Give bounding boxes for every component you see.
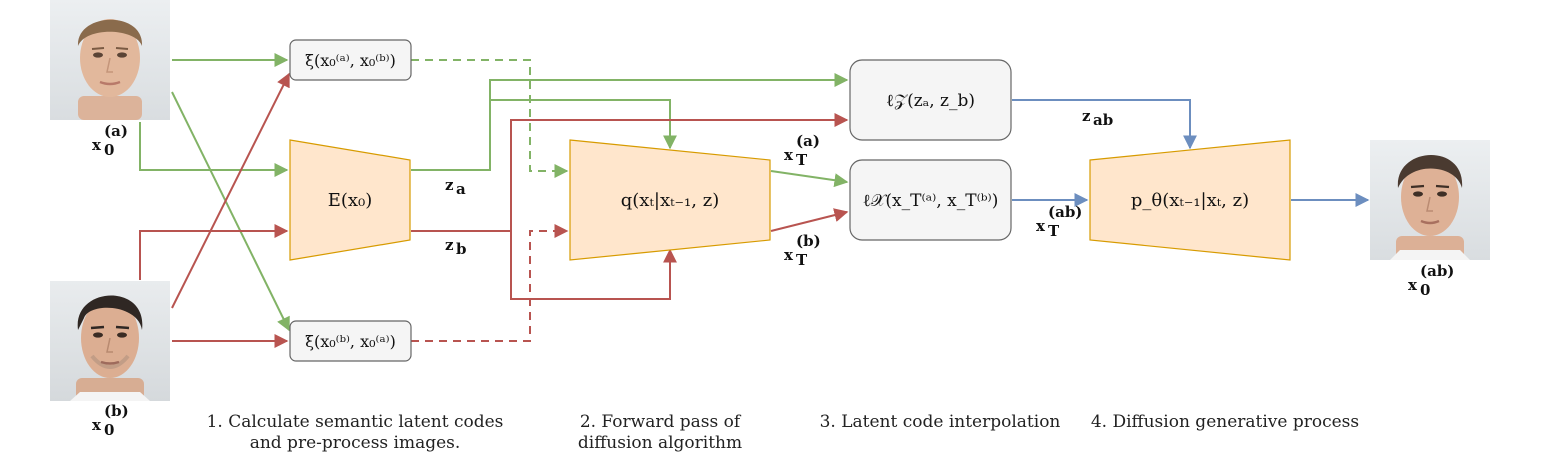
svg-text:z: z (445, 176, 454, 194)
xi-ab-box: ξ(x₀⁽ᵃ⁾, x₀⁽ᵇ⁾) (289, 39, 412, 81)
edge-a-to-xi-ba (171, 91, 290, 332)
caption-step-1: 1. Calculate semantic latent codes and p… (207, 412, 504, 453)
svg-text:2. Forward pass of: 2. Forward pass of (580, 412, 742, 432)
edge-zab-to-reverse (1012, 99, 1197, 150)
label-z-a: z a (445, 176, 466, 198)
svg-text:(b): (b) (104, 402, 129, 420)
svg-text:z: z (445, 236, 454, 254)
svg-text:3. Latent code interpolation: 3. Latent code interpolation (820, 412, 1061, 432)
reverse-diffusion-block: p_θ(xₜ₋₁|xₜ, z) (1089, 139, 1291, 261)
svg-text:(ab): (ab) (1420, 262, 1454, 280)
label-xT-a: x T (a) (784, 132, 820, 169)
label-xT-ab: x T (ab) (1036, 203, 1082, 240)
edge-b-to-xi-ab (171, 72, 290, 309)
xi-ba-label: ξ(x₀⁽ᵇ⁾, x₀⁽ᵃ⁾) (305, 332, 396, 351)
label-x0-a: x 0 (a) (92, 122, 128, 159)
svg-text:x: x (784, 146, 794, 164)
label-x0-b: x 0 (b) (92, 402, 129, 439)
svg-text:1. Calculate semantic latent c: 1. Calculate semantic latent codes (207, 412, 504, 432)
face-a-image (50, 0, 170, 120)
svg-text:(a): (a) (796, 132, 820, 150)
svg-text:0: 0 (104, 421, 114, 439)
svg-text:(a): (a) (104, 122, 128, 140)
edge-xTb-to-loss-x (770, 208, 849, 232)
svg-text:T: T (796, 251, 808, 269)
label-z-b: z b (445, 236, 467, 258)
svg-text:x: x (784, 246, 794, 264)
svg-text:(ab): (ab) (1048, 203, 1082, 221)
label-z-ab: z ab (1082, 107, 1113, 129)
loss-x-box: ℓ𝒳(x_T⁽ᵃ⁾, x_T⁽ᵇ⁾) (849, 159, 1012, 241)
edge-za-to-forward (490, 99, 677, 150)
svg-text:0: 0 (1420, 281, 1430, 299)
svg-text:(b): (b) (796, 232, 821, 250)
caption-step-4: 4. Diffusion generative process (1091, 412, 1359, 432)
face-b-image (50, 281, 170, 401)
svg-text:diffusion algorithm: diffusion algorithm (578, 433, 742, 453)
edge-zb-to-forward (510, 231, 677, 300)
svg-text:x: x (92, 136, 102, 154)
reverse-label: p_θ(xₜ₋₁|xₜ, z) (1131, 190, 1249, 211)
label-xT-b: x T (b) (784, 232, 821, 269)
label-x0-ab: x 0 (ab) (1408, 262, 1454, 299)
edge-b-to-encoder (139, 224, 289, 280)
svg-text:b: b (456, 240, 467, 258)
xi-ab-label: ξ(x₀⁽ᵃ⁾, x₀⁽ᵇ⁾) (305, 51, 396, 70)
svg-text:a: a (456, 180, 466, 198)
caption-step-3: 3. Latent code interpolation (820, 412, 1061, 432)
encoder-block: E(x₀) (289, 139, 411, 261)
edges (139, 53, 1370, 348)
svg-text:T: T (1048, 222, 1060, 240)
svg-text:T: T (796, 151, 808, 169)
edge-za-to-loss-z (411, 73, 849, 171)
loss-z-box: ℓ𝒵(zₐ, z_b) (849, 59, 1012, 141)
xi-ba-box: ξ(x₀⁽ᵇ⁾, x₀⁽ᵃ⁾) (289, 320, 412, 362)
encoder-label: E(x₀) (328, 190, 373, 211)
svg-text:z: z (1082, 107, 1091, 125)
loss-x-label: ℓ𝒳(x_T⁽ᵃ⁾, x_T⁽ᵇ⁾) (863, 191, 999, 211)
loss-z-label: ℓ𝒵(zₐ, z_b) (886, 91, 975, 111)
svg-text:x: x (1036, 217, 1046, 235)
svg-text:and pre-process images.: and pre-process images. (250, 433, 461, 453)
forward-label: q(xₜ|xₜ₋₁, z) (621, 190, 719, 211)
edge-xi-ab-to-forward (411, 59, 569, 178)
edge-a-to-encoder (139, 122, 289, 177)
svg-text:ab: ab (1093, 111, 1113, 129)
edge-xi-ba-to-forward (411, 224, 569, 342)
edge-zb-to-loss-z (510, 113, 849, 231)
svg-text:x: x (92, 416, 102, 434)
caption-step-2: 2. Forward pass of diffusion algorithm (578, 412, 742, 453)
forward-diffusion-block: q(xₜ|xₜ₋₁, z) (569, 139, 771, 261)
svg-text:x: x (1408, 276, 1418, 294)
face-ab-image (1370, 140, 1490, 260)
svg-text:0: 0 (104, 141, 114, 159)
edge-xTa-to-loss-x (770, 170, 849, 188)
svg-text:4. Diffusion generative proces: 4. Diffusion generative process (1091, 412, 1359, 432)
